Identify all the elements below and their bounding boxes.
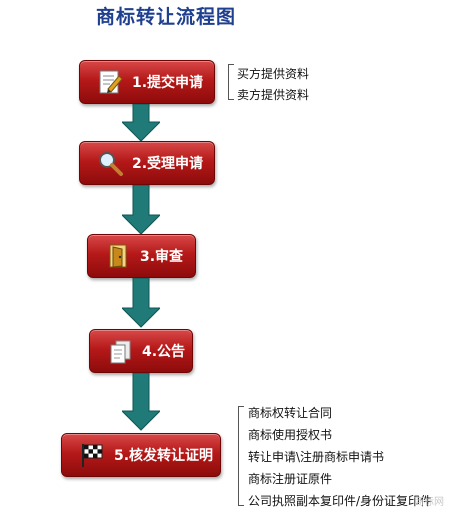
step-label: 2.受理申请 [132,156,204,172]
step-review: 3.审查 [87,234,196,278]
note-license-id-copies: 公司执照副本复印件/身份证复印件 [248,494,433,508]
document-edit-icon [96,68,124,96]
documents-icon [106,337,134,365]
step-label: 4.公告 [142,344,186,360]
note-registration-certificate: 商标注册证原件 [248,472,333,486]
bracket-tick [228,64,234,65]
bracket-tick [238,505,244,506]
flow-arrow [122,185,160,235]
note-buyer-materials: 买方提供资料 [237,67,310,81]
notes-bracket [238,406,239,506]
step-label: 1.提交申请 [132,75,204,91]
checkered-flag-icon [78,441,106,469]
flow-arrow [122,373,160,431]
flow-arrow [122,278,160,328]
step-accept-application: 2.受理申请 [79,141,215,185]
step-announcement: 4.公告 [89,329,193,373]
step-label: 3.审查 [140,249,184,265]
notes-bracket [228,64,229,100]
diagram-title: 商标转让流程图 [96,6,237,28]
note-transfer-contract: 商标权转让合同 [248,406,333,420]
note-seller-materials: 卖方提供资料 [237,88,310,102]
step-label: 5.核发转让证明 [114,448,214,464]
flow-arrow [122,104,160,142]
bracket-tick [238,406,244,407]
note-license-authorization: 商标使用授权书 [248,428,333,442]
step-issue-transfer-certificate: 5.核发转让证明 [61,433,221,477]
door-icon [104,242,132,270]
bracket-tick [228,99,234,100]
magnifier-icon [96,149,124,177]
watermark: 商标网 [414,497,444,508]
step-submit-application: 1.提交申请 [79,60,215,104]
note-transfer-application: 转让申请\注册商标申请书 [248,450,385,464]
